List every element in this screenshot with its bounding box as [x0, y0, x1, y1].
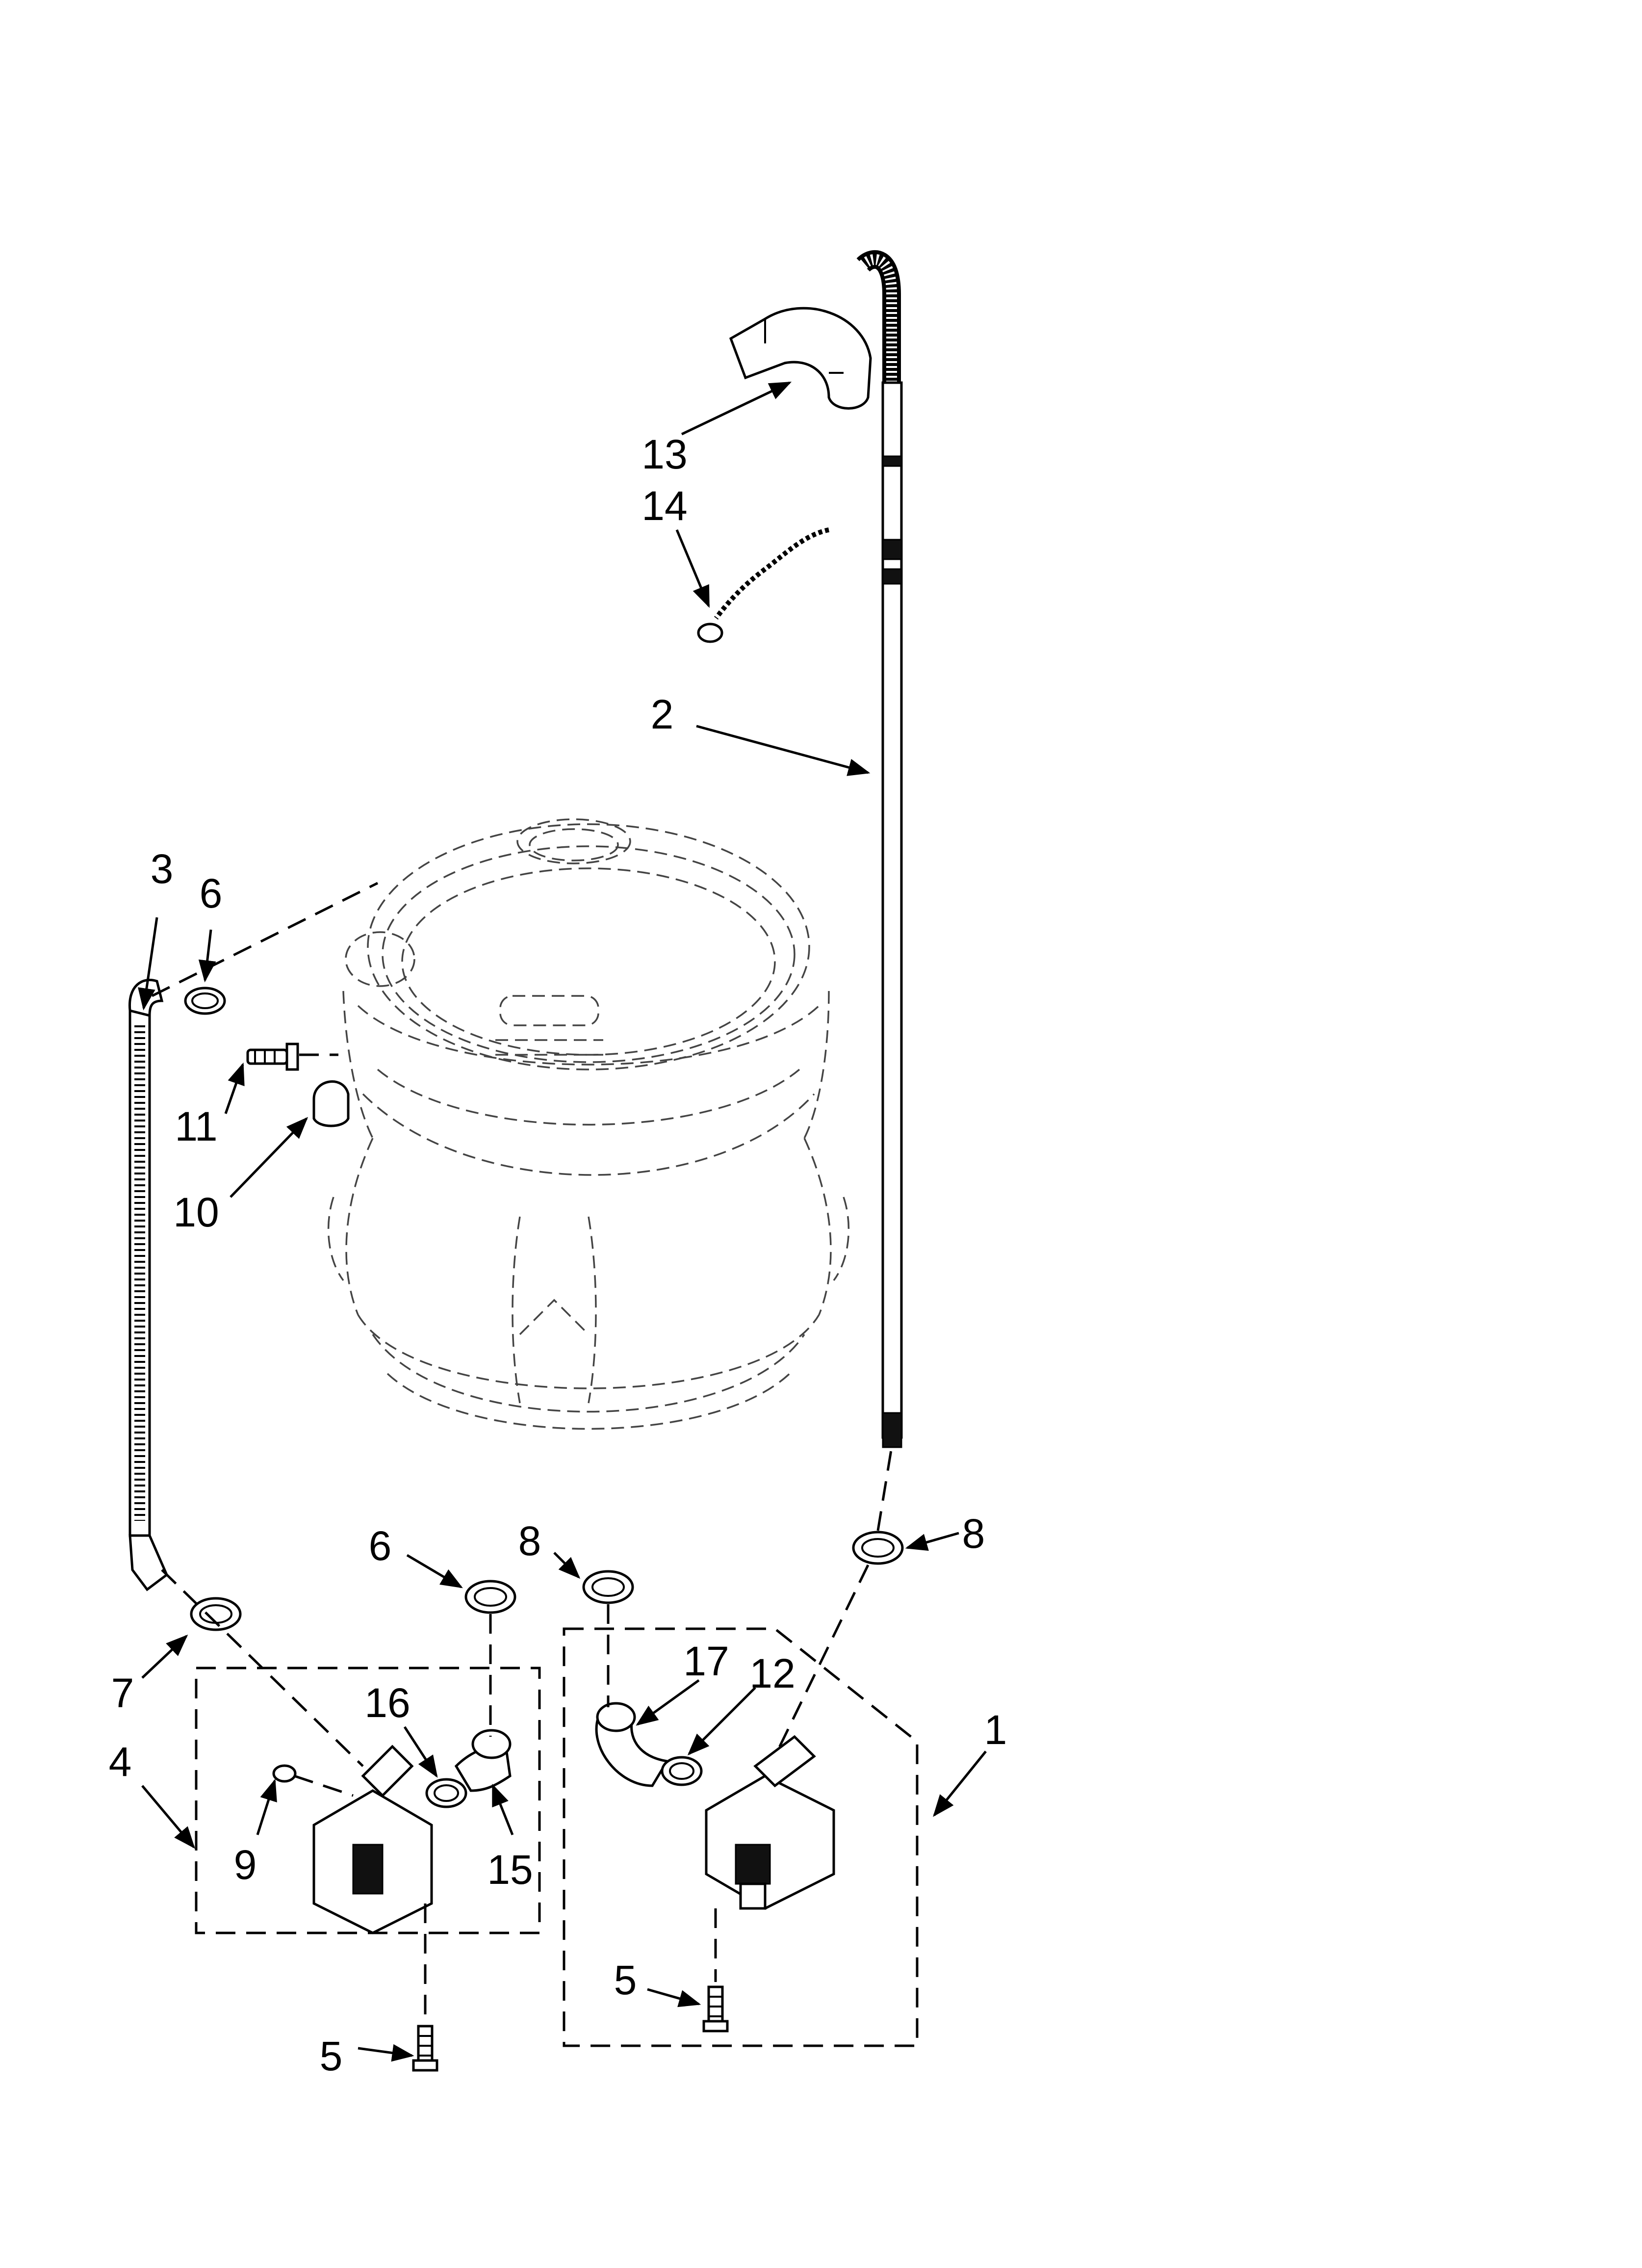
callout-11: 11: [175, 1103, 217, 1149]
callout-8-right: 8: [962, 1511, 985, 1557]
hose-clamp-6-lower: [464, 1580, 516, 1614]
hose-clamp-8-right: [852, 1531, 904, 1565]
callout-3: 3: [151, 846, 174, 892]
screw-11: [246, 1043, 299, 1071]
elbow-hose-17: [595, 1702, 669, 1787]
screw-5-right: [702, 1985, 729, 2033]
hose-clamp-6-upper: [184, 987, 226, 1015]
elbow-hose-15: [454, 1729, 512, 1792]
clamp-12: [661, 1756, 703, 1786]
tub-to-pump-hose: [128, 979, 169, 1591]
hose-tie-strap: [697, 527, 830, 643]
callout-9: 9: [234, 1842, 257, 1888]
callout-6-lower: 6: [369, 1523, 392, 1569]
callout-6-upper: 6: [200, 870, 223, 916]
callout-8-left: 8: [518, 1518, 541, 1564]
callout-7: 7: [111, 1670, 134, 1716]
callout-1: 1: [984, 1707, 1007, 1753]
callout-14: 14: [641, 483, 687, 529]
hose-clamp-7: [190, 1597, 242, 1631]
drain-hose: [856, 250, 903, 1448]
callout-leaders: [138, 381, 987, 2062]
callout-16: 16: [364, 1680, 410, 1726]
alignment-lines: [151, 882, 893, 2021]
callout-numbers: 13 14 2 3 6 11 10 6 8 8 7 4 9 16 15 17 1…: [109, 431, 1007, 2079]
bracket-10: [312, 1080, 350, 1127]
assembly-box-4: [195, 1667, 541, 1934]
callout-4: 4: [109, 1739, 132, 1785]
hose-clamp-8-left: [582, 1570, 634, 1604]
wash-tub-outline: [327, 818, 850, 1430]
callout-5-right: 5: [614, 1957, 637, 2003]
callout-17: 17: [683, 1638, 729, 1684]
callout-13: 13: [641, 431, 687, 477]
callout-5-left: 5: [320, 2033, 343, 2079]
drain-pump-right: [705, 1735, 835, 1910]
hose-clip: [729, 307, 872, 410]
drain-pump-left: [272, 1745, 433, 1934]
clamp-16: [425, 1778, 467, 1808]
callout-2: 2: [651, 691, 674, 737]
callout-12: 12: [749, 1650, 795, 1696]
callout-10: 10: [173, 1189, 219, 1235]
callout-15: 15: [487, 1847, 533, 1893]
screw-5-left: [412, 2025, 438, 2072]
